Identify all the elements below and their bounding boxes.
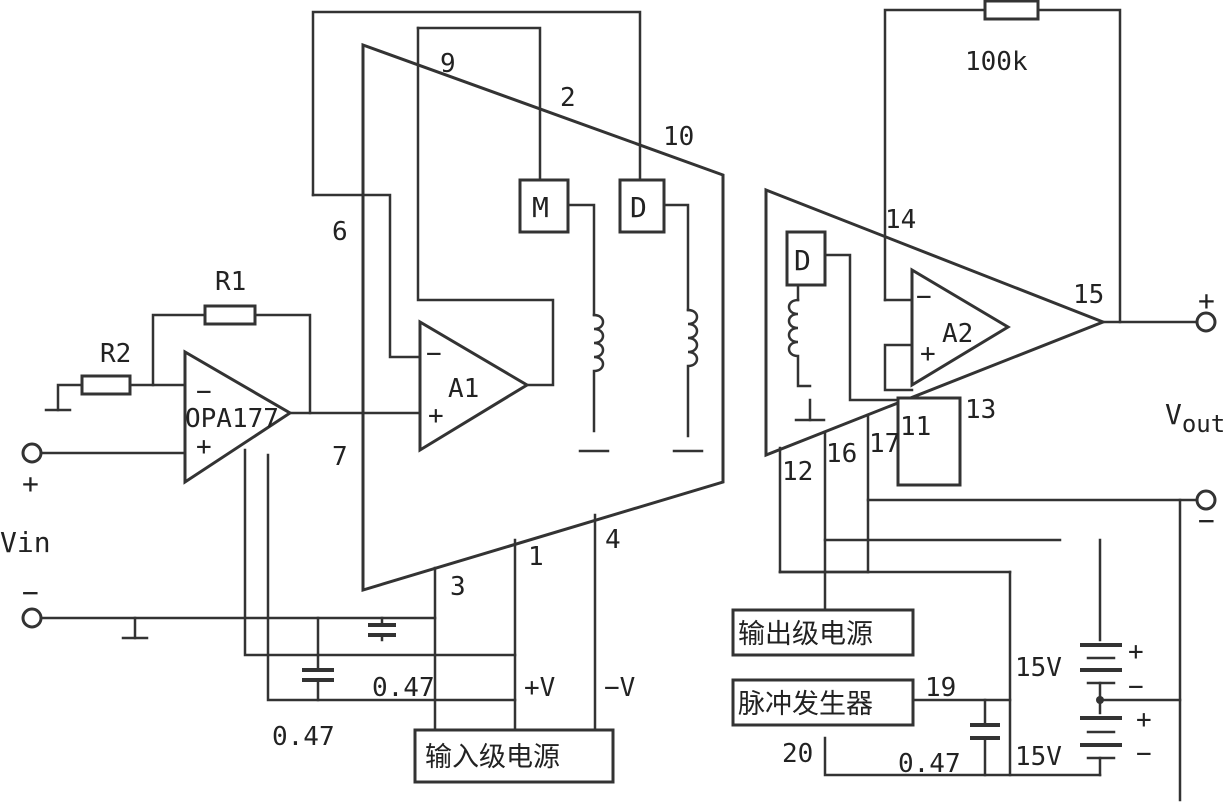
vout-minus-terminal [1195, 489, 1217, 511]
vin-minus-label: − [22, 576, 39, 609]
input-supply-label: 输入级电源 [425, 742, 560, 773]
amp-a1 [418, 319, 530, 453]
vin-plus-label: + [22, 467, 39, 500]
opa177-wiring [40, 313, 517, 702]
pin-16: 16 [826, 439, 857, 469]
opa177-plus: + [196, 432, 212, 462]
pulse-generator-wiring [823, 570, 1102, 777]
amp-a1-label: A1 [448, 374, 479, 404]
d-block-label: D [630, 191, 647, 224]
input-stage-wiring [311, 10, 704, 453]
vout-plus-terminal [1195, 311, 1217, 333]
output-supply-box [731, 608, 915, 657]
battery-2-plus: + [1136, 705, 1152, 735]
d-block [618, 178, 666, 234]
pin-1: 1 [528, 542, 544, 572]
input-capacitors [302, 616, 396, 702]
pin-17: 17 [869, 429, 900, 459]
pin-14: 14 [885, 205, 916, 235]
output-stage-wiring [778, 8, 1200, 802]
pin-9: 9 [440, 49, 456, 79]
amp-a1-minus: − [426, 339, 442, 369]
amp-a2 [910, 267, 1011, 388]
pin-10: 10 [663, 122, 694, 152]
amp-a2-plus: + [920, 339, 936, 369]
capacitor-label-3: 0.47 [898, 749, 961, 779]
pin-19: 19 [925, 673, 956, 703]
r1-label: R1 [215, 267, 246, 297]
pin-13: 13 [965, 395, 996, 425]
amp-a1-plus: + [428, 401, 444, 431]
r1-resistor [203, 304, 257, 326]
output-stage-triangle [764, 187, 1108, 458]
vin-label: Vin [0, 526, 51, 559]
opa177-minus: − [196, 377, 212, 407]
pin-20: 20 [782, 739, 813, 769]
pin-7: 7 [332, 442, 348, 472]
pin-15: 15 [1073, 280, 1104, 310]
pulse-generator-box [731, 678, 915, 727]
vin-plus-terminal [21, 442, 43, 464]
vout-label: Vout [1165, 398, 1225, 438]
feedback-resistor-label: 100k [965, 47, 1028, 77]
amp-a2-label: A2 [942, 319, 973, 349]
capacitor-label-2: 0.47 [272, 722, 335, 752]
battery-1-minus: − [1128, 672, 1144, 702]
pin-11: 11 [900, 412, 931, 442]
r2-label: R2 [100, 339, 131, 369]
r2-resistor [80, 374, 132, 396]
feedback-resistor-100k [983, 0, 1040, 21]
d-block-2-label: D [794, 244, 811, 277]
opa177-amplifier [183, 349, 293, 485]
pin-6: 6 [332, 217, 348, 247]
output-supply-label: 输出级电源 [738, 619, 873, 650]
input-supply-box [413, 728, 615, 784]
battery-1-plus: + [1128, 637, 1144, 667]
pin11-block [896, 396, 962, 487]
capacitor-label-1: 0.47 [372, 673, 435, 703]
pin-2: 2 [560, 83, 576, 113]
amp-a2-minus: − [916, 282, 932, 312]
input-supply-wiring [433, 513, 597, 732]
d-block-2 [785, 230, 827, 287]
pin-12: 12 [782, 457, 813, 487]
pin-3: 3 [450, 572, 466, 602]
opa177-label: OPA177 [185, 404, 279, 434]
vout-plus-label: + [1198, 284, 1215, 317]
battery-1-voltage: 15V [1015, 653, 1062, 683]
battery-2-minus: − [1136, 739, 1152, 769]
battery-stack [1080, 538, 1182, 777]
pulse-generator-label: 脉冲发生器 [738, 689, 873, 720]
m-block-label: M [532, 191, 549, 224]
battery-2-voltage: 15V [1015, 742, 1062, 772]
vin-minus-terminal [21, 607, 43, 629]
minus-v-label: −V [604, 673, 635, 703]
plus-v-label: +V [524, 673, 555, 703]
m-block [518, 178, 570, 234]
input-stage-trapezoid [361, 42, 725, 593]
vout-minus-label: − [1198, 504, 1215, 537]
pin-4: 4 [605, 525, 621, 555]
